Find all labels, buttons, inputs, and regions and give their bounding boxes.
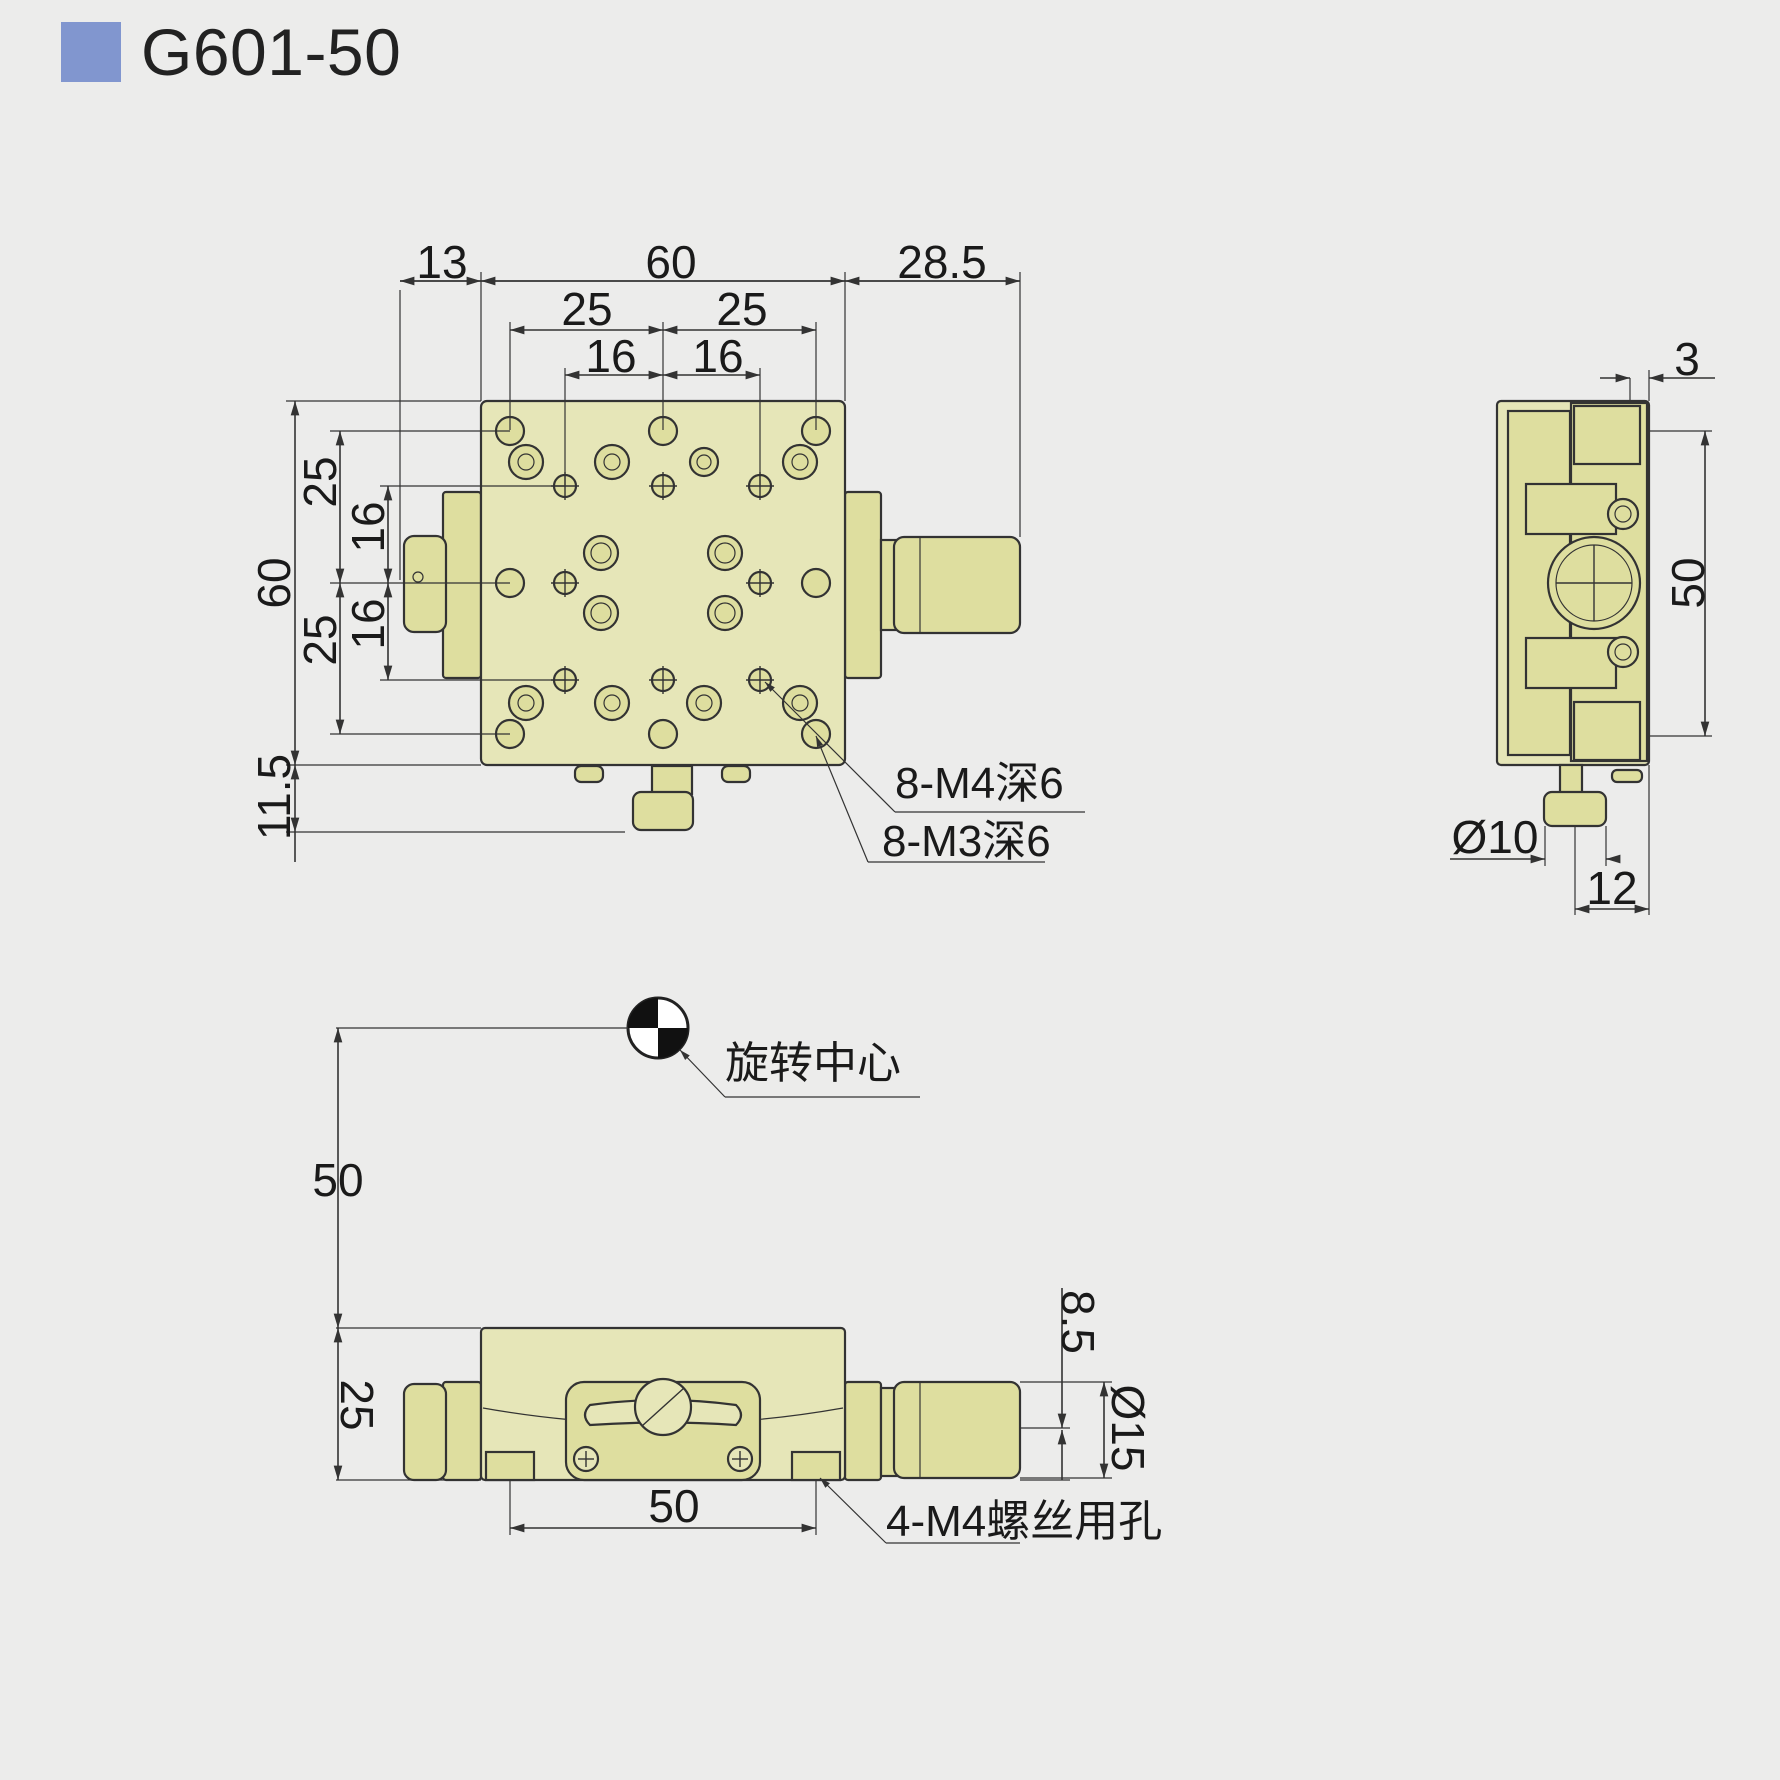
- screw-head: [781, 443, 819, 481]
- screw-head: [688, 446, 720, 478]
- side-knob-stem: [1558, 763, 1584, 797]
- screw-head: [593, 443, 631, 481]
- front-dim-micrometer-offset: 8.5: [1052, 1290, 1104, 1354]
- front-left-knob: [402, 1382, 448, 1482]
- through-hole: [800, 567, 832, 599]
- bottom-knob-stem: [650, 764, 694, 796]
- dim-v-inner-top: 16: [342, 501, 394, 552]
- right-guide-block: [843, 490, 883, 680]
- callout-mount-holes: 4-M4螺丝用孔: [886, 1497, 1162, 1546]
- model-title: G601-50: [141, 15, 402, 89]
- screw-head: [781, 684, 819, 722]
- left-guide-block: [441, 490, 483, 680]
- side-knob: [1542, 790, 1608, 828]
- side-dim-flange: 3: [1674, 333, 1700, 385]
- boss: [706, 534, 744, 572]
- side-dim-knob-dia: Ø10: [1452, 811, 1539, 863]
- side-dim-knob-offset: 12: [1586, 862, 1637, 914]
- boss: [706, 594, 744, 632]
- screw-head: [507, 443, 545, 481]
- screw-head: [593, 684, 631, 722]
- through-hole: [647, 718, 679, 750]
- front-dim-center-height: 50: [312, 1154, 363, 1206]
- side-dim-height: 50: [1662, 557, 1714, 608]
- boss: [582, 594, 620, 632]
- dim-v-inner-bottom: 16: [342, 598, 394, 649]
- front-dim-mount-pitch: 50: [648, 1480, 699, 1532]
- bottom-knob: [631, 790, 695, 832]
- callout-m4-holes: 8-M4深6: [895, 759, 1064, 808]
- rotation-center-symbol: [626, 996, 690, 1060]
- front-dim-micrometer-dia: Ø15: [1102, 1385, 1154, 1472]
- boss: [582, 534, 620, 572]
- front-view: 旋转中心 50 25 50: [312, 996, 1162, 1546]
- micrometer-thimble: [892, 535, 1022, 635]
- dim-bottom-offset: 11.5: [248, 754, 300, 840]
- dim-hole-pitch-left: 25: [561, 283, 612, 335]
- dim-hole-pitch-right: 25: [716, 283, 767, 335]
- rotation-center-label: 旋转中心: [725, 1039, 901, 1088]
- dim-inner-pitch-left: 16: [585, 330, 636, 382]
- top-view: 13 60 28.5 25 25 16 16 60 11.5 25 25: [248, 236, 1085, 866]
- side-view: 3 50 Ø10 12: [1450, 333, 1715, 915]
- front-micrometer: [892, 1380, 1022, 1480]
- front-dim-body-height: 25: [331, 1379, 383, 1430]
- dim-v-pitch-bottom: 25: [294, 614, 346, 665]
- dim-inner-pitch-right: 16: [692, 330, 743, 382]
- left-knob: [402, 534, 448, 634]
- dim-left-offset: 13: [416, 236, 467, 288]
- dim-right-offset: 28.5: [897, 236, 987, 288]
- callout-m3-holes: 8-M3深6: [882, 817, 1051, 866]
- through-hole: [800, 718, 832, 750]
- dim-top-height: 60: [248, 557, 300, 608]
- model-swatch: [61, 22, 121, 82]
- dim-top-width: 60: [645, 236, 696, 288]
- header: G601-50: [61, 12, 401, 92]
- dim-v-pitch-top: 25: [294, 456, 346, 507]
- screw-head: [507, 684, 545, 722]
- screw-head: [685, 684, 723, 722]
